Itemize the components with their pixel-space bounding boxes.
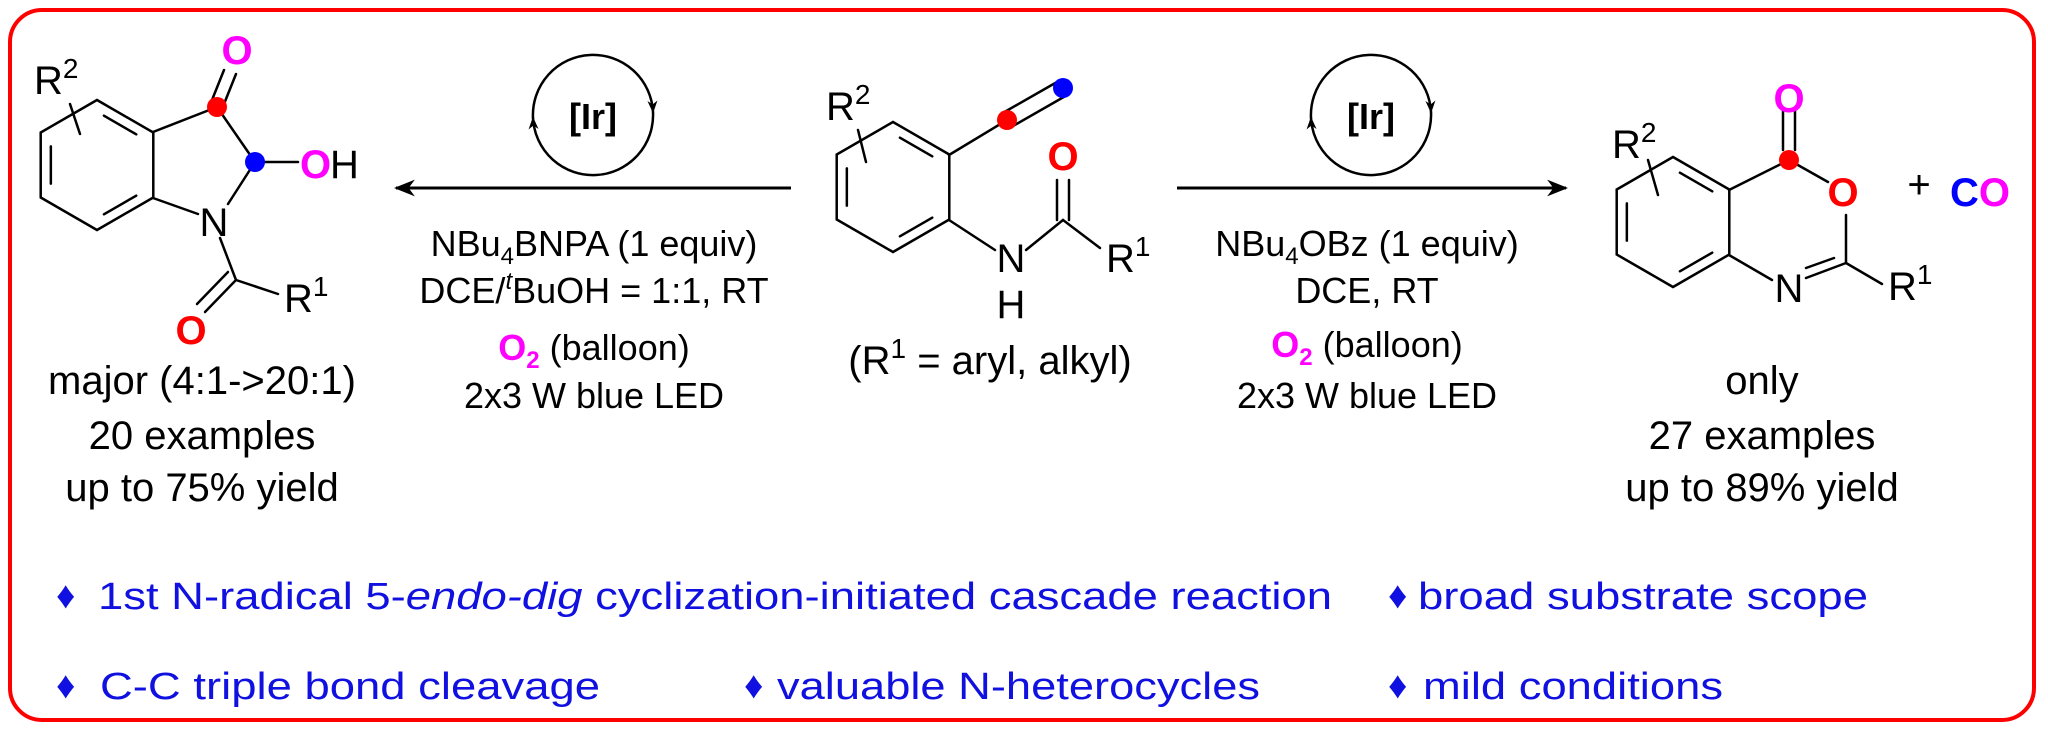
cycle-arrow-icon (531, 53, 658, 120)
highlight-bond-cleavage: C-C triple bond cleavage (100, 666, 600, 708)
plus-sign: + (1907, 163, 1930, 207)
highlight-mild-conditions: mild conditions (1423, 666, 1723, 708)
left-condition-solvent: DCE/tBuOH = 1:1, RT (419, 268, 768, 311)
hydroxyl-oxygen-label: O (300, 143, 331, 187)
left-examples-note: 20 examples (89, 414, 316, 458)
aromatic-double-bond (102, 114, 138, 136)
double-bond (222, 72, 238, 106)
bullet-diamond-icon: ♦ (1388, 575, 1407, 617)
bond (234, 278, 280, 296)
ir-catalytic-cycle-right: [Ir] (1306, 53, 1436, 177)
bond (151, 105, 219, 134)
ring-bonds (1615, 155, 1731, 289)
right-selectivity-note: only (1725, 359, 1798, 403)
blue-carbon-marker (1053, 78, 1073, 98)
bullet-diamond-icon: ♦ (1388, 665, 1407, 707)
highlight-cascade-reaction: 1st N-radical 5-endo-dig cyclization-ini… (98, 576, 1332, 618)
ring-bonds (39, 98, 155, 232)
nitrogen-label: N (200, 201, 229, 245)
r2-substituent-bond (856, 128, 868, 164)
reactant-structure: R2 O N H R1 (826, 78, 1150, 327)
left-product-structure: R2 O O H N R1 O (34, 29, 359, 353)
nitrogen-label: N (997, 237, 1026, 281)
r2-label: R2 (34, 53, 78, 103)
ir-catalytic-cycle-left: [Ir] (528, 53, 658, 177)
aromatic-double-bond (1678, 251, 1714, 273)
left-yield-note: up to 75% yield (65, 466, 339, 510)
right-examples-note: 27 examples (1649, 414, 1876, 458)
aromatic-double-bond (898, 216, 934, 238)
bond (1727, 158, 1791, 192)
r2-label: R2 (826, 79, 870, 129)
bond (151, 196, 200, 216)
oxygen-label: O (221, 29, 252, 73)
highlight-n-heterocycles: valuable N-heterocycles (777, 666, 1260, 708)
highlight-substrate-scope: broad substrate scope (1418, 576, 1868, 618)
carbonyl-oxygen-label: O (175, 309, 206, 353)
left-condition-light: 2x3 W blue LED (464, 375, 724, 416)
carbonyl-oxygen-label: O (1047, 135, 1078, 179)
cycle-arrow-icon (528, 110, 655, 177)
double-bond (1804, 256, 1836, 270)
carbon-monoxide-label: CO (1950, 171, 2010, 215)
aromatic-double-bond (898, 136, 934, 158)
benzene-ring (39, 98, 155, 232)
bond (947, 218, 997, 252)
ring-bonds (835, 120, 951, 254)
ring-oxygen-label: O (1827, 171, 1858, 215)
bond (215, 105, 257, 164)
right-condition-light: 2x3 W blue LED (1237, 375, 1497, 416)
bond (1844, 261, 1884, 286)
hydroxyl-hydrogen-label: H (330, 143, 359, 187)
bullet-diamond-icon: ♦ (56, 575, 75, 617)
r1-label: R1 (284, 271, 328, 321)
alkyne-bond (999, 80, 1059, 116)
bond (1061, 218, 1102, 250)
red-carbon-marker (997, 110, 1017, 130)
blue-carbon-marker (245, 152, 265, 172)
alkyne-bond (1011, 92, 1071, 128)
benzene-ring (1615, 155, 1731, 289)
double-bond (1804, 261, 1848, 280)
aromatic-double-bond (1678, 171, 1714, 193)
bond (1727, 253, 1774, 282)
aromatic-double-bond (102, 194, 138, 216)
hydrogen-label: H (997, 283, 1026, 327)
r2-substituent-bond (68, 102, 82, 136)
r2-label: R2 (1612, 117, 1656, 167)
right-condition-oxygen: O2 (balloon) (1271, 324, 1462, 371)
double-bond (203, 278, 238, 314)
left-condition-reagent: NBu4BNPA (1 equiv) (431, 223, 758, 270)
iridium-catalyst-label: [Ir] (1347, 96, 1395, 137)
right-yield-note: up to 89% yield (1625, 466, 1899, 510)
right-condition-solvent: DCE, RT (1295, 270, 1438, 311)
r2-substituent-bond (1646, 158, 1660, 197)
bullet-diamond-icon: ♦ (744, 665, 763, 707)
r1-label: R1 (1888, 259, 1932, 309)
right-product-structure: R2 O O N R1 (1612, 77, 1932, 311)
bond (1024, 218, 1065, 252)
double-bond (210, 68, 226, 102)
red-carbon-marker (1779, 150, 1799, 170)
double-bond (195, 270, 230, 306)
cycle-arrow-icon (1306, 110, 1433, 177)
bond (947, 118, 1009, 157)
bond (218, 236, 238, 282)
nitrogen-label: N (1775, 267, 1804, 311)
right-condition-reagent: NBu4OBz (1 equiv) (1215, 223, 1518, 270)
left-condition-oxygen: O2 (balloon) (498, 327, 689, 374)
bullet-diamond-icon: ♦ (56, 665, 75, 707)
frame-border (8, 8, 2036, 722)
benzene-ring (835, 120, 951, 254)
left-selectivity-note: major (4:1->20:1) (48, 359, 356, 403)
r1-label: R1 (1106, 231, 1150, 281)
iridium-catalyst-label: [Ir] (569, 96, 617, 137)
reactant-substituent-note: (R1 = aryl, alkyl) (848, 333, 1131, 383)
carbonyl-oxygen-label: O (1773, 77, 1804, 121)
red-carbon-marker (207, 97, 227, 117)
cycle-arrow-icon (1309, 53, 1436, 120)
